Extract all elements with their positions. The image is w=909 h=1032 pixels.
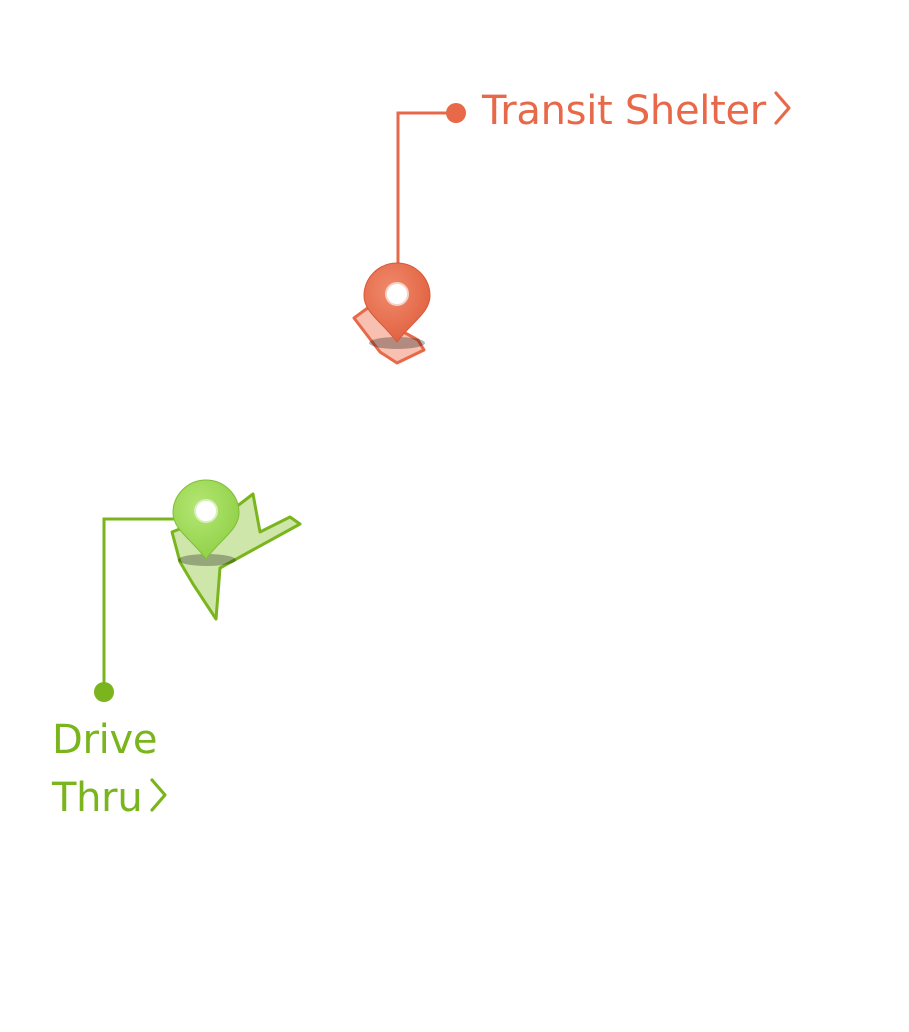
transit-shelter-pin-icon[interactable] [363, 262, 431, 349]
chevron-right-icon [772, 84, 792, 142]
transit-shelter-label: Transit Shelter [482, 88, 766, 134]
chevron-right-icon [148, 771, 168, 829]
drive-thru-pin-icon[interactable] [172, 479, 240, 566]
drive-thru-link[interactable]: Drive Thru [52, 711, 168, 829]
drive-thru-label-line1: Drive [52, 717, 158, 763]
drive-thru-label-line2: Thru [52, 775, 143, 821]
transit-shelter-leader-line [396, 103, 466, 268]
transit-shelter-link[interactable]: Transit Shelter [482, 82, 792, 142]
drive-thru-leader-line [94, 517, 180, 702]
